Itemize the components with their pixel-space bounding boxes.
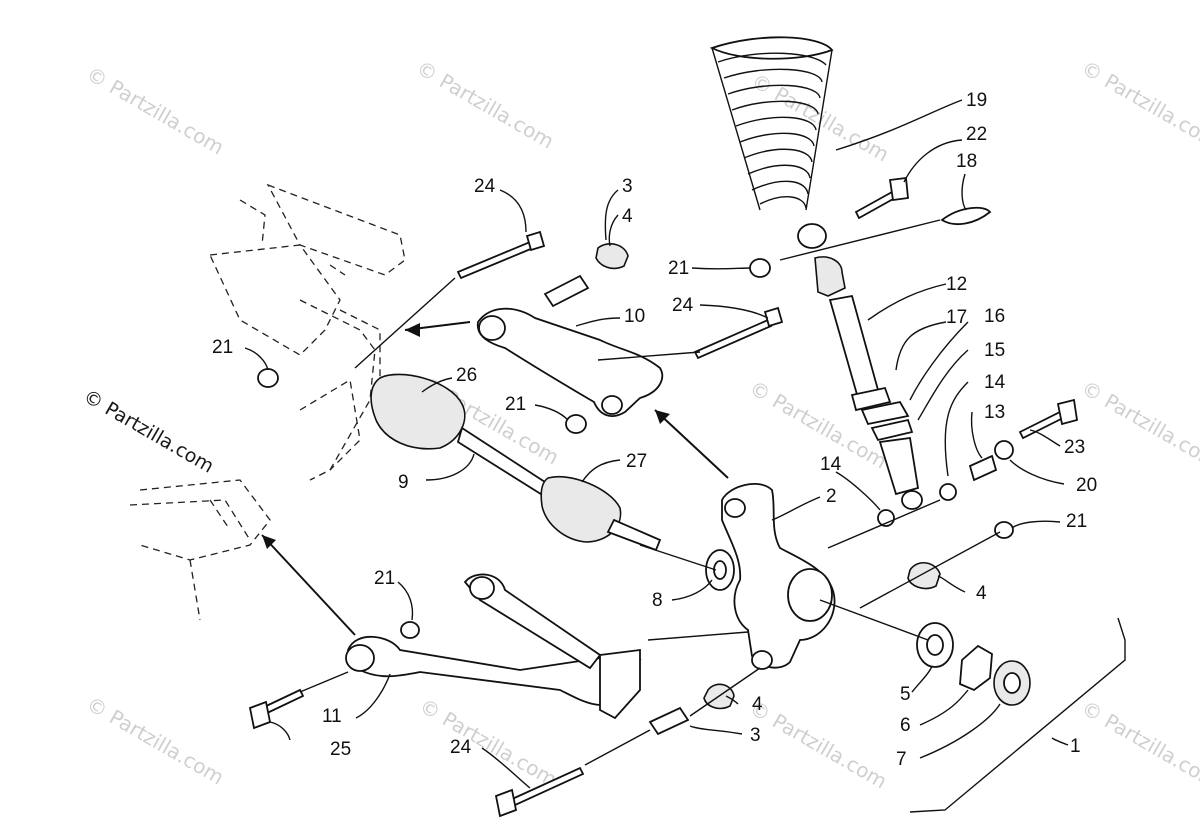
part-number-label: 18 — [956, 151, 977, 172]
watermark: © Partzilla.com — [416, 694, 562, 792]
part-number-label: 6 — [900, 715, 911, 736]
part-number-label: 10 — [624, 306, 645, 327]
hardware — [248, 176, 1079, 818]
lower-a-arm — [345, 573, 642, 720]
part-number-label: 9 — [398, 472, 409, 493]
part-number-label: 24 — [450, 737, 472, 758]
part-number-label: 27 — [626, 451, 647, 472]
part-number-label: 12 — [946, 274, 967, 295]
part-number-label: 3 — [622, 176, 633, 197]
centerlines — [299, 219, 1001, 766]
part-number-label: 7 — [896, 749, 907, 770]
part-number-label: 26 — [456, 365, 477, 386]
part-number-label: 23 — [1064, 437, 1085, 458]
frame-lower — [129, 479, 271, 621]
part-number-label: 14 — [984, 372, 1006, 393]
watermark: © Partzilla.com — [1078, 376, 1200, 474]
part-number-label: 8 — [652, 590, 663, 611]
part-number-label: 1 — [1070, 736, 1081, 757]
part-number-label: 5 — [900, 684, 911, 705]
part-number-label: 15 — [984, 340, 1005, 361]
axle-shaft — [370, 373, 662, 552]
part-number-label: 13 — [984, 402, 1005, 423]
part-number-label: 21 — [505, 394, 526, 415]
frame-upper — [209, 183, 406, 481]
watermark: © Partzilla.com — [83, 62, 229, 160]
part-number-label: 22 — [966, 124, 987, 145]
part-number-label: 11 — [322, 706, 342, 727]
part-number-label: 4 — [622, 206, 633, 227]
coil-spring — [709, 36, 834, 211]
part-number-label: 14 — [820, 454, 842, 475]
part-number-label: 16 — [984, 306, 1005, 327]
watermark: © Partzilla.com — [746, 696, 892, 794]
watermark: © Partzilla.com — [1078, 696, 1200, 794]
part-number-label: 25 — [330, 739, 351, 760]
part-number-label: 21 — [668, 258, 689, 279]
shock-absorber — [797, 223, 923, 510]
watermark: © Partzilla.com — [1078, 56, 1200, 154]
part-number-label: 24 — [474, 176, 496, 197]
part-number-label: 24 — [672, 295, 694, 316]
part-number-label: 21 — [212, 337, 233, 358]
part-number-label: 4 — [752, 694, 763, 715]
part-number-label: 3 — [750, 725, 761, 746]
part-labels: 1 2 3 3 4 4 4 5 6 7 8 9 10 11 12 13 14 1… — [212, 90, 1097, 770]
assembly-arrows — [261, 321, 729, 636]
part-number-label: 17 — [946, 307, 967, 328]
part-number-label: 21 — [374, 568, 395, 589]
watermark: © Partzilla.com — [83, 692, 229, 790]
part-number-label: 19 — [966, 90, 987, 111]
part-number-label: 2 — [826, 486, 837, 507]
assembly-bracket — [909, 617, 1126, 813]
steering-knuckle — [721, 483, 836, 670]
watermark-prominent: © Partzilla.com — [80, 385, 218, 477]
part-number-label: 21 — [1066, 511, 1087, 532]
watermark: © Partzilla.com — [413, 56, 559, 154]
leader-lines — [244, 99, 1069, 789]
upper-a-arm — [476, 307, 664, 417]
part-number-label: 4 — [976, 583, 987, 604]
part-number-label: 20 — [1076, 475, 1097, 496]
